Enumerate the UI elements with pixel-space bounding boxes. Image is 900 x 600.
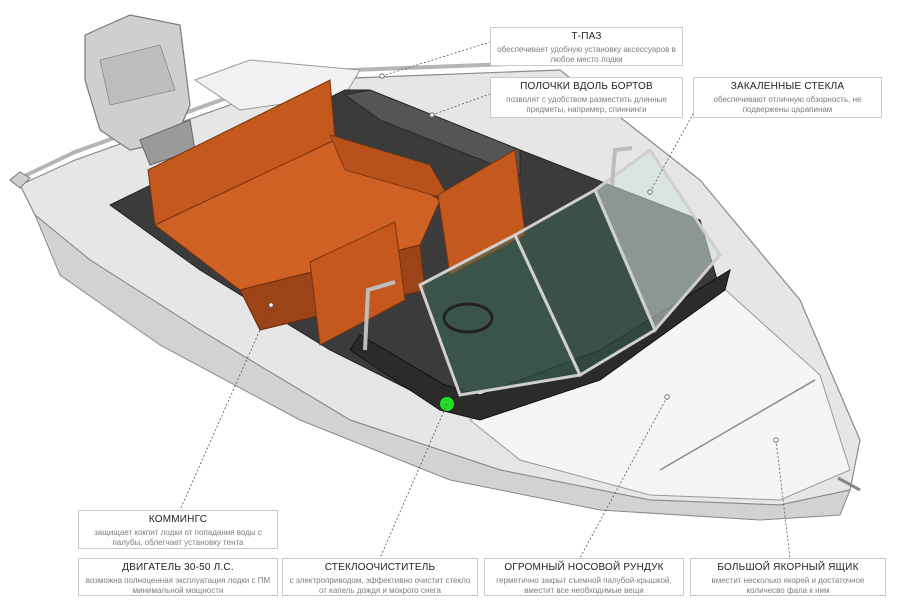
driver-seat-back: [309, 221, 406, 346]
leader-bow-box: [579, 396, 668, 559]
callout-glass-desc: обеспечивают отличную обзорность, не под…: [713, 95, 862, 114]
callout-bow-box-title: ОГРОМНЫЙ НОСОВОЙ РУНДУК: [504, 562, 664, 573]
callout-t-slot: Т-ПАЗ обеспечивает удобную установку акс…: [490, 27, 683, 66]
leader-dot-coaming: [268, 302, 274, 308]
callout-coaming: КОММИНГС защищает кокпит лодки от попада…: [78, 510, 278, 549]
callout-anchor-box-desc: вместит несколько якорей и достаточное к…: [711, 576, 865, 595]
callout-t-slot-desc: обеспечивает удобную установку аксессуар…: [497, 45, 676, 64]
callout-wiper-desc: с электроприводом, эффективно очистит ст…: [289, 576, 471, 595]
leader-dot-glass: [647, 189, 653, 195]
leader-dot-bow-box: [664, 394, 670, 400]
callout-bow-box: ОГРОМНЫЙ НОСОВОЙ РУНДУК герметично закры…: [484, 558, 684, 596]
bow-cleat: [837, 476, 861, 492]
leader-dot-t-slot: [379, 73, 385, 79]
callout-glass: ЗАКАЛЕННЫЕ СТЕКЛА обеспечивают отличную …: [693, 77, 882, 118]
leader-dot-shelves: [429, 112, 435, 118]
engine-cowl-stripe: [99, 44, 176, 106]
leader-t-slot: [381, 41, 491, 77]
windshield-right-pane: [593, 147, 722, 333]
callout-glass-title: ЗАКАЛЕННЫЕ СТЕКЛА: [730, 81, 845, 92]
bow-deck: [469, 284, 851, 501]
side-shelf: [344, 89, 521, 176]
callout-bow-box-desc: герметично закрыт съемной палубой-крышко…: [496, 576, 672, 595]
callout-shelves-title: ПОЛОЧКИ ВДОЛЬ БОРТОВ: [520, 81, 653, 92]
callout-shelves: ПОЛОЧКИ ВДОЛЬ БОРТОВ позволят с удобство…: [490, 77, 683, 118]
hull-side-panel: [34, 214, 851, 521]
leader-coaming: [179, 304, 272, 511]
callout-engine-title: ДВИГАТЕЛЬ 30-50 Л.С.: [122, 562, 234, 573]
leader-glass: [649, 91, 706, 193]
callout-t-slot-title: Т-ПАЗ: [571, 31, 602, 42]
callout-engine: ДВИГАТЕЛЬ 30-50 Л.С. возможна полноценна…: [78, 558, 278, 596]
callout-wiper-title: СТЕКЛООЧИСТИТЕЛЬ: [324, 562, 436, 573]
grab-rail: [363, 280, 396, 351]
leader-lines: [179, 41, 791, 559]
callout-shelves-desc: позволят с удобством разместить длинные …: [506, 95, 667, 114]
callout-coaming-title: КОММИНГС: [148, 514, 208, 525]
coaming: [349, 268, 731, 421]
bow-hatch-seam: [659, 379, 816, 471]
bow-rail: [610, 146, 633, 186]
callout-anchor-box-title: БОЛЬШОЙ ЯКОРНЫЙ ЯЩИК: [717, 562, 859, 573]
stern-rail: [9, 171, 31, 189]
callout-coaming-desc: защищает кокпит лодки от попадания воды …: [94, 528, 262, 547]
callout-anchor-box: БОЛЬШОЙ ЯКОРНЫЙ ЯЩИК вместит несколько я…: [690, 558, 886, 596]
leader-dots: [268, 73, 779, 443]
callout-engine-desc: возможна полноценная эксплуатация лодки …: [85, 576, 271, 595]
callout-wiper: СТЕКЛООЧИСТИТЕЛЬ с электроприводом, эффе…: [282, 558, 478, 596]
leader-dot-anchor-box: [773, 437, 779, 443]
steering-wheel: [442, 302, 494, 334]
